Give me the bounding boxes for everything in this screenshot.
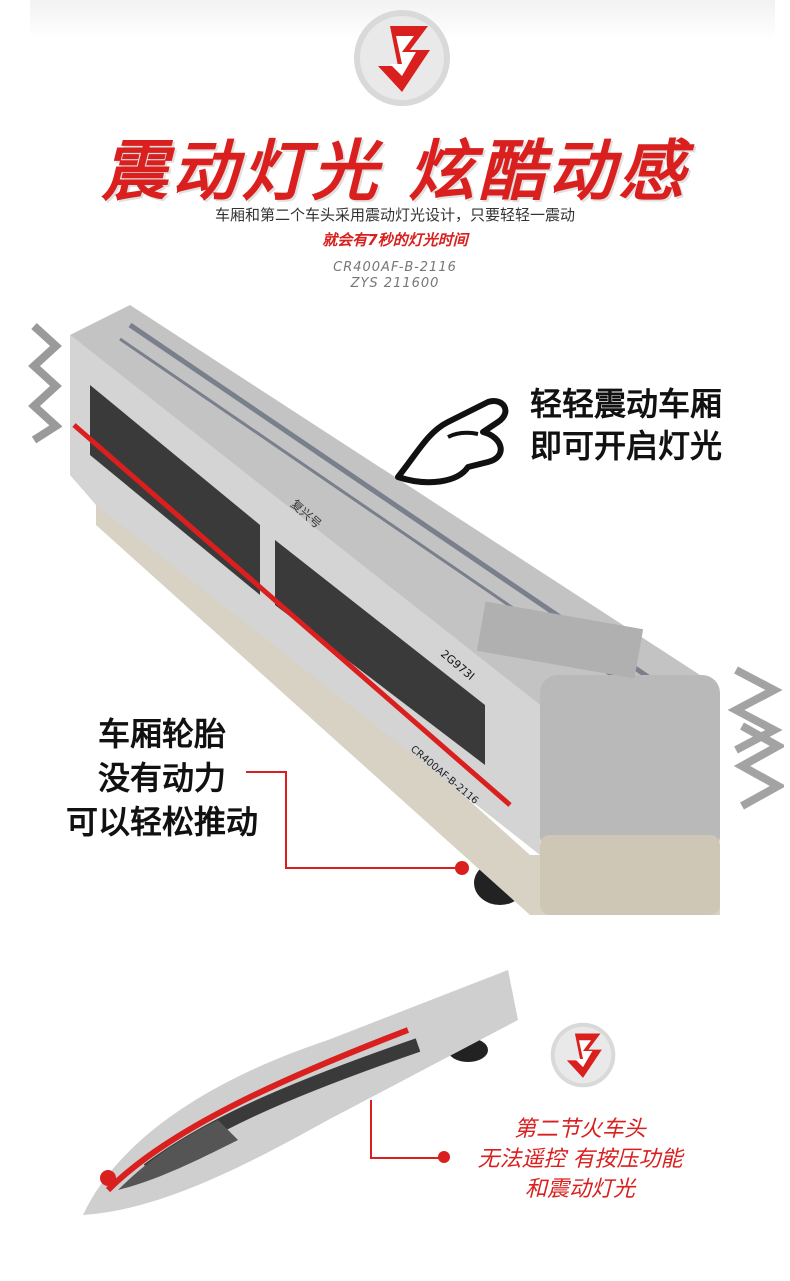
callout-head-line-1: 第二节火车头: [513, 1117, 646, 1142]
description-line-1: 车厢和第二个车头采用震动灯光设计，只要轻轻一震动: [214, 206, 575, 224]
description-line-2: 就会有7秒的灯光时间: [322, 231, 468, 249]
wheel-pointer-dot: [455, 861, 469, 875]
model-code: CR400AF-B-2116: [333, 260, 457, 275]
brand-logo-icon: [354, 10, 450, 106]
zigzag-vibration-icon: [28, 323, 62, 444]
callout-shake-line-2: 即可开启灯光: [530, 427, 723, 465]
callout-head: 第二节火车头 无法遥控 有按压功能 和震动灯光: [430, 1115, 730, 1205]
brand-logo-icon: [550, 1022, 616, 1088]
callout-head-line-2: 无法遥控 有按压功能: [477, 1147, 683, 1172]
head-pointer-dot: [438, 1151, 450, 1163]
callout-shake-line-1: 轻轻震动车厢: [530, 385, 723, 423]
train-head-image: [83, 970, 518, 1215]
head-pointer-line: [370, 1100, 372, 1158]
callout-shake: 轻轻震动车厢 即可开启灯光: [530, 383, 722, 467]
wheel-pointer-line: [285, 867, 460, 869]
callout-head-line-3: 和震动灯光: [524, 1177, 635, 1202]
hand-tap-icon: [395, 398, 509, 486]
serial-code: ZYS 211600: [350, 276, 440, 291]
callout-wheels: 车厢轮胎 没有动力 可以轻松推动: [52, 712, 272, 844]
wheel-pointer-line: [246, 771, 286, 773]
callout-wheels-line-1: 车厢轮胎: [97, 715, 226, 753]
train-carriage-image: 复兴号 CR400AF-B-2116 2G973I: [70, 305, 720, 915]
callout-wheels-line-3: 可以轻松推动: [65, 803, 258, 841]
callout-wheels-line-2: 没有动力: [97, 759, 226, 797]
zigzag-vibration-icon: [728, 666, 784, 810]
head-pointer-line: [370, 1157, 440, 1159]
headline: 震动灯光 炫酷动感: [101, 133, 689, 210]
wheel-pointer-line: [285, 771, 287, 868]
